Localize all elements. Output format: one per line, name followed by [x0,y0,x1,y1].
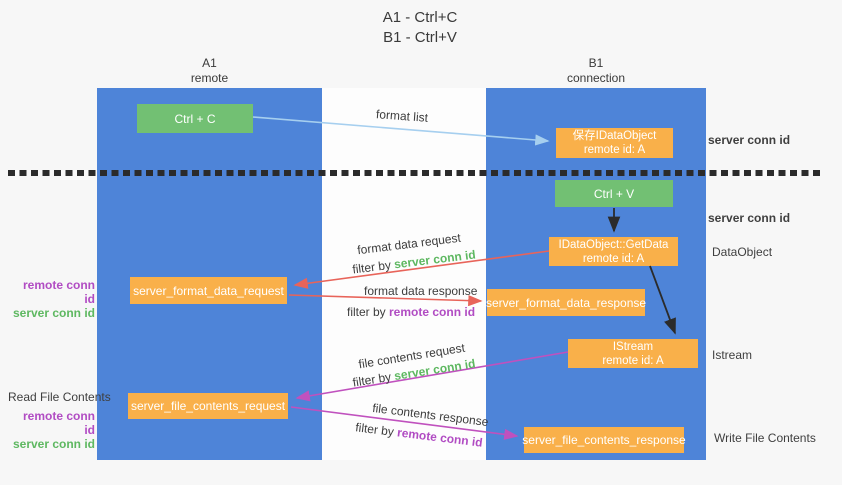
lane-header-b1-name: B1 [588,56,604,70]
read-file-contents-note: Read File Contents [8,390,111,404]
format-data-response-filter-label: filter by remote conn id [347,305,475,319]
server-conn-id-note: server conn id [12,437,95,451]
node-idataobject-getdata-line1: IDataObject::GetData [558,238,669,251]
server-conn-id-note: server conn id [12,306,95,320]
istream-note: Istream [712,348,753,362]
lane-header-a1-name: A1 [202,56,217,70]
server-conn-id-note-mid: server conn id [708,211,791,225]
write-file-contents-note: Write File Contents [714,431,816,445]
dataobject-note: DataObject [712,245,773,259]
format-data-response-label: format data response [364,284,478,298]
filter-by-text: filter by [347,305,390,319]
node-ctrl-c: Ctrl + C [137,104,253,133]
node-ctrl-c-label: Ctrl + C [174,111,216,126]
node-save-idataobject-line1: 保存IDataObject [572,130,657,142]
node-server-format-data-response-label: server_format_data_response [485,295,647,310]
lane-header-b1: B1 connection [486,56,706,86]
node-istream-line2: remote id: A [602,354,664,367]
diagram-title-line-1: A1 - Ctrl+C [382,9,458,26]
node-save-idataobject-line2: remote id: A [583,144,646,156]
node-ctrl-v-label: Ctrl + V [593,186,635,201]
node-server-file-contents-request: server_file_contents_request [128,393,288,419]
node-ctrl-v: Ctrl + V [555,180,673,207]
lane-header-a1-role: remote [190,71,229,85]
conn-id-pair-format: remote conn id server conn id [10,278,95,320]
diagram-title: A1 - Ctrl+C B1 - Ctrl+V [280,8,560,48]
node-idataobject-getdata: IDataObject::GetData remote id: A [549,237,678,266]
node-istream: IStream remote id: A [568,339,698,368]
conn-id-pair-file: remote conn id server conn id [10,409,95,451]
node-server-file-contents-response: server_file_contents_response [522,427,686,453]
node-server-file-contents-response-label: server_file_contents_response [522,433,686,447]
node-idataobject-getdata-line2: remote id: A [582,252,645,265]
node-server-file-contents-request-label: server_file_contents_request [130,399,286,413]
lane-header-b1-role: connection [566,71,626,85]
remote-conn-id-text: remote conn id [389,305,476,319]
lane-header-a1: A1 remote [97,56,322,86]
node-server-format-data-request: server_format_data_request [130,277,287,304]
diagram-title-line-2: B1 - Ctrl+V [383,29,457,46]
node-istream-line1: IStream [612,340,654,353]
node-server-format-data-request-label: server_format_data_request [133,283,284,298]
remote-conn-id-note: remote conn id [22,278,95,306]
remote-conn-id-note: remote conn id [22,409,95,437]
node-server-format-data-response: server_format_data_response [485,289,647,316]
server-conn-id-note-top: server conn id [708,133,791,147]
node-save-idataobject: 保存IDataObject remote id: A [556,128,673,158]
